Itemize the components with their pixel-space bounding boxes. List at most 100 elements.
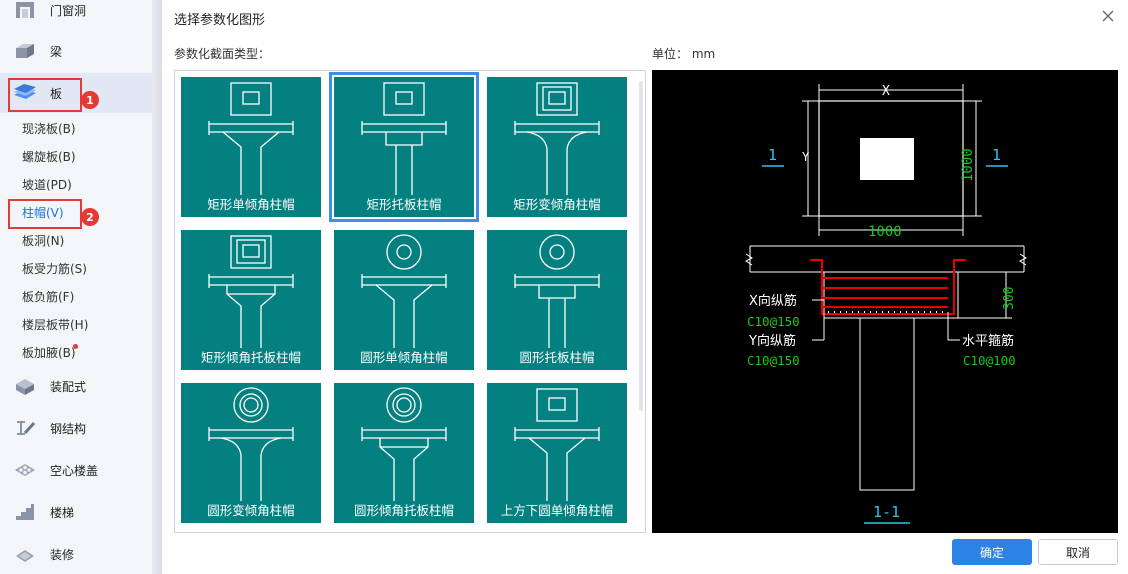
shape-thumbnail bbox=[514, 234, 600, 348]
sidebar-item-label: 板洞(N) bbox=[22, 233, 65, 248]
sidebar-item-label: 板 bbox=[50, 86, 63, 101]
shape-tile[interactable]: 矩形倾角托板柱帽 bbox=[181, 230, 321, 370]
shape-tile-caption: 矩形托板柱帽 bbox=[366, 197, 442, 212]
dim-x-label: X bbox=[882, 84, 890, 99]
prefab-icon bbox=[12, 375, 38, 397]
highlight-box-slab bbox=[8, 78, 82, 112]
panel-divider bbox=[152, 0, 162, 574]
shape-tile-caption: 圆形托板柱帽 bbox=[519, 350, 595, 365]
section-mark-left: 1 bbox=[768, 146, 777, 164]
stirrup-value: C10@100 bbox=[963, 353, 1016, 368]
unit-label: 单位： mm bbox=[652, 47, 716, 61]
confirm-button[interactable]: 确定 bbox=[952, 539, 1032, 565]
highlight-box-column-cap bbox=[8, 199, 82, 229]
sidebar-item-spiral-slab[interactable]: 螺旋板(B) bbox=[0, 142, 152, 170]
sidebar-item-slab-haunch[interactable]: 板加腋(B) bbox=[0, 338, 152, 366]
steel-structure-icon bbox=[12, 417, 38, 439]
section-type-label: 参数化截面类型： bbox=[174, 47, 271, 61]
shape-tile-caption: 矩形单倾角柱帽 bbox=[207, 197, 295, 212]
preview-drawing: X Y 1000 1000 1 1 bbox=[745, 84, 1027, 524]
sidebar-item-steel[interactable]: 钢结构 bbox=[0, 408, 152, 448]
sidebar-item-label: 板加腋(B) bbox=[22, 345, 76, 360]
y-rebar-value: C10@150 bbox=[747, 353, 800, 368]
decoration-icon bbox=[12, 543, 38, 565]
sidebar-item-label: 柱帽(V) bbox=[22, 205, 64, 220]
sidebar-item-label: 螺旋板(B) bbox=[22, 149, 76, 164]
sidebar-item-beam[interactable]: 梁 bbox=[0, 31, 152, 71]
shape-tile-caption: 圆形倾角托板柱帽 bbox=[353, 503, 454, 518]
hollow-floor-icon bbox=[12, 459, 38, 481]
x-rebar-label: X向纵筋 bbox=[749, 293, 797, 309]
shape-thumbnail bbox=[208, 235, 294, 348]
dialog-title: 选择参数化图形 bbox=[174, 13, 266, 28]
shape-tile[interactable]: 上方下圆单倾角柱帽 bbox=[487, 383, 627, 523]
door-window-icon bbox=[12, 0, 38, 21]
shape-thumbnail bbox=[361, 82, 447, 195]
slab-icon bbox=[12, 82, 38, 104]
dim-height-value: 1000 bbox=[960, 148, 976, 182]
shape-thumbnail bbox=[361, 234, 447, 348]
sidebar-item-cast-slab[interactable]: 现浇板(B) bbox=[0, 114, 152, 142]
sidebar-item-decoration[interactable]: 装修 bbox=[0, 534, 152, 574]
beam-icon bbox=[12, 40, 38, 62]
shape-thumbnail bbox=[208, 82, 294, 195]
shape-tile-caption: 矩形倾角托板柱帽 bbox=[200, 350, 301, 365]
shape-tile[interactable]: 矩形托板柱帽 bbox=[329, 72, 479, 222]
sidebar-item-label: 楼梯 bbox=[50, 505, 75, 520]
step-badge-2: 2 bbox=[81, 208, 99, 226]
sidebar-item-label: 板负筋(F) bbox=[22, 289, 75, 304]
sidebar-item-label: 装修 bbox=[50, 547, 75, 562]
shape-tile-caption: 矩形变倾角柱帽 bbox=[513, 197, 601, 212]
shape-thumbnail bbox=[208, 387, 294, 501]
step-badge-1: 1 bbox=[81, 91, 99, 109]
shape-tile[interactable]: 圆形单倾角柱帽 bbox=[334, 230, 474, 370]
dim-y-label: Y bbox=[802, 150, 810, 164]
shape-tile[interactable]: 圆形托板柱帽 bbox=[487, 230, 627, 370]
shape-tile[interactable]: 矩形变倾角柱帽 bbox=[487, 77, 627, 217]
sidebar-item-floor-strip[interactable]: 楼层板带(H) bbox=[0, 310, 152, 338]
new-indicator-dot bbox=[73, 344, 78, 349]
sidebar-item-label: 楼层板带(H) bbox=[22, 317, 89, 332]
sidebar-item-slab-negative-rebar[interactable]: 板负筋(F) bbox=[0, 282, 152, 310]
stirrup-label: 水平箍筋 bbox=[962, 333, 1014, 349]
cancel-button[interactable]: 取消 bbox=[1038, 539, 1118, 565]
sidebar-item-label: 门窗洞 bbox=[50, 3, 87, 18]
shape-tile-caption: 圆形变倾角柱帽 bbox=[207, 503, 295, 518]
sidebar-item-label: 现浇板(B) bbox=[22, 121, 76, 136]
section-preview: X Y 1000 1000 1 1 bbox=[652, 70, 1118, 533]
sidebar-item-slab-main-rebar[interactable]: 板受力筋(S) bbox=[0, 254, 152, 282]
x-rebar-value: C10@150 bbox=[747, 314, 800, 329]
shape-thumbnail bbox=[514, 82, 600, 195]
sidebar-item-ramp[interactable]: 坡道(PD) bbox=[0, 170, 152, 198]
sidebar-item-label: 钢结构 bbox=[50, 421, 87, 436]
sidebar-item-hollow-floor[interactable]: 空心楼盖 bbox=[0, 450, 152, 490]
sidebar-item-label: 坡道(PD) bbox=[22, 177, 72, 192]
shape-tile[interactable]: 矩形单倾角柱帽 bbox=[181, 77, 321, 217]
component-sidebar: 门窗洞 梁 板 现浇板(B) 螺旋板(B) 坡道(PD) 柱帽(V) 板洞(N)… bbox=[0, 0, 152, 574]
sidebar-item-prefab[interactable]: 装配式 bbox=[0, 366, 152, 406]
dim-width-value: 1000 bbox=[868, 224, 902, 240]
parametric-shape-dialog: 选择参数化图形 参数化截面类型： 单位： mm 矩形单倾角柱帽 矩形托板柱帽 矩形变… bbox=[162, 0, 1128, 574]
sidebar-item-label: 装配式 bbox=[50, 379, 87, 394]
gallery-scrollbar[interactable] bbox=[639, 81, 643, 411]
sidebar-item-column-cap[interactable]: 柱帽(V) bbox=[0, 198, 152, 226]
shape-thumbnail bbox=[361, 387, 447, 501]
stair-icon bbox=[12, 501, 38, 523]
shape-tile[interactable]: 圆形倾角托板柱帽 bbox=[334, 383, 474, 523]
shape-tile[interactable]: 圆形变倾角柱帽 bbox=[181, 383, 321, 523]
shape-gallery: 矩形单倾角柱帽 矩形托板柱帽 矩形变倾角柱帽矩形倾角托板柱帽 圆形单倾角柱帽 圆形托板柱… bbox=[174, 70, 646, 533]
shape-tile-caption: 上方下圆单倾角柱帽 bbox=[500, 503, 614, 518]
shape-thumbnail bbox=[514, 388, 600, 501]
close-icon[interactable] bbox=[1098, 6, 1118, 26]
dim-depth-value: 300 bbox=[1002, 287, 1017, 310]
sidebar-item-label: 空心楼盖 bbox=[50, 463, 99, 478]
section-title: 1-1 bbox=[873, 503, 900, 521]
sidebar-item-label: 板受力筋(S) bbox=[22, 261, 87, 276]
sidebar-item-stair[interactable]: 楼梯 bbox=[0, 492, 152, 532]
y-rebar-label: Y向纵筋 bbox=[748, 333, 796, 349]
sidebar-item-opening[interactable]: 门窗洞 bbox=[0, 0, 152, 30]
shape-tile-caption: 圆形单倾角柱帽 bbox=[360, 350, 448, 365]
sidebar-item-label: 梁 bbox=[50, 44, 63, 59]
sidebar-item-slab-hole[interactable]: 板洞(N) bbox=[0, 226, 152, 254]
